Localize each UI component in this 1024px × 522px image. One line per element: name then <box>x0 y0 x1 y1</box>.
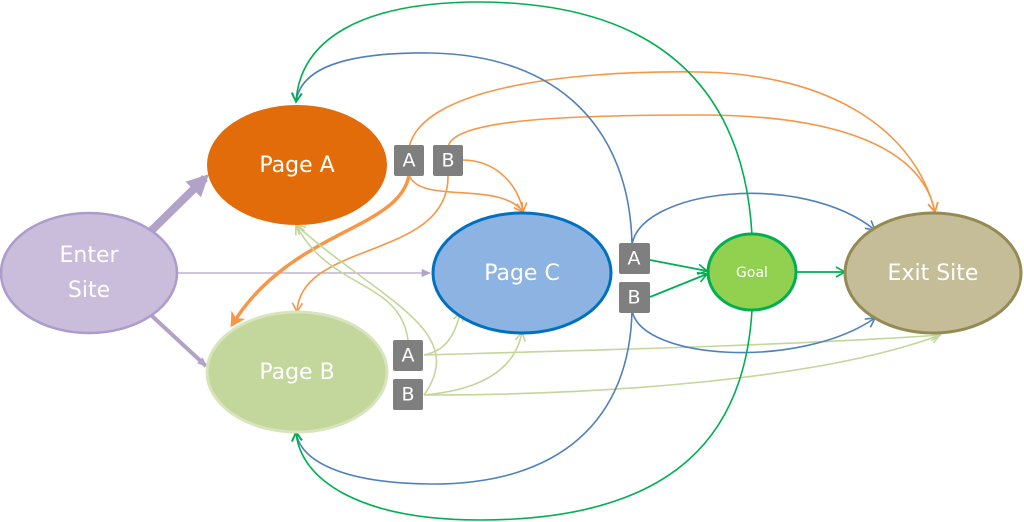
edge-enter-to-page-a <box>147 174 209 235</box>
page-b-shape <box>205 310 389 434</box>
edge-page-c-a-to-exit <box>631 192 877 246</box>
edge-page-c-b-to-exit <box>631 309 877 354</box>
node-exit-site: Exit Site <box>843 211 1023 335</box>
variant-box-page-b-a: A <box>393 340 423 371</box>
edge-page-b-b-to-exit <box>423 332 942 396</box>
edge-page-b-a-to-page-c <box>423 310 464 356</box>
variant-box-page-c-a: A <box>619 243 650 274</box>
variant-label: B <box>441 150 454 172</box>
page-a-shape <box>207 105 387 225</box>
edge-page-b-a-to-exit <box>423 329 942 356</box>
variant-label: B <box>401 384 414 406</box>
page-a-label: Page A <box>259 153 334 178</box>
edge-page-b-b-to-page-c <box>423 330 527 396</box>
variant-box-page-a-a: A <box>394 145 424 176</box>
node-page-c: Page C <box>431 211 613 335</box>
edge-goal-to-page-a <box>290 1 753 236</box>
goal-shape <box>706 232 798 312</box>
page-c-label: Page C <box>484 261 560 286</box>
edge-page-a-a-to-page-b <box>230 174 411 328</box>
edge-page-c-a-to-page-a <box>291 52 633 246</box>
variant-label: A <box>402 345 415 367</box>
page-b-label: Page B <box>259 360 334 385</box>
edge-page-c-a-to-goal <box>649 259 709 275</box>
variant-label: B <box>627 287 640 309</box>
edge-page-b-a-to-page-a <box>294 223 409 341</box>
variant-box-page-a-b: B <box>433 145 463 176</box>
edge-page-a-b-to-page-b <box>291 174 449 314</box>
node-page-b: Page B <box>205 310 389 434</box>
enter-site-label-line2: Site <box>68 278 110 303</box>
enter-site-shape <box>0 211 179 335</box>
goal-label: Goal <box>736 265 768 281</box>
edge-page-c-b-to-goal <box>649 271 709 298</box>
enter-site-label-line1: Enter <box>59 243 119 268</box>
edge-page-a-a-to-page-c <box>408 174 524 214</box>
variant-box-page-c-b: B <box>619 282 650 313</box>
variant-label: A <box>628 248 641 270</box>
edge-page-c-b-to-page-b <box>291 309 633 485</box>
edge-enter-to-page-b <box>150 314 208 368</box>
exit-site-shape <box>843 211 1023 335</box>
variant-label: A <box>403 150 416 172</box>
edge-page-a-b-to-page-c <box>461 159 528 214</box>
edge-page-b-b-to-page-a <box>294 223 438 396</box>
edge-goal-to-page-b <box>291 309 753 521</box>
edge-page-a-b-to-exit <box>447 114 939 214</box>
edges <box>147 1 942 521</box>
variant-box-page-b-b: B <box>393 379 423 410</box>
page-c-shape <box>431 211 613 335</box>
node-page-a: Page A <box>207 105 387 225</box>
node-goal: Goal <box>706 232 798 312</box>
node-enter-site: Enter Site <box>0 211 179 335</box>
edge-page-a-a-to-exit <box>408 71 939 214</box>
exit-site-label: Exit Site <box>888 261 979 286</box>
